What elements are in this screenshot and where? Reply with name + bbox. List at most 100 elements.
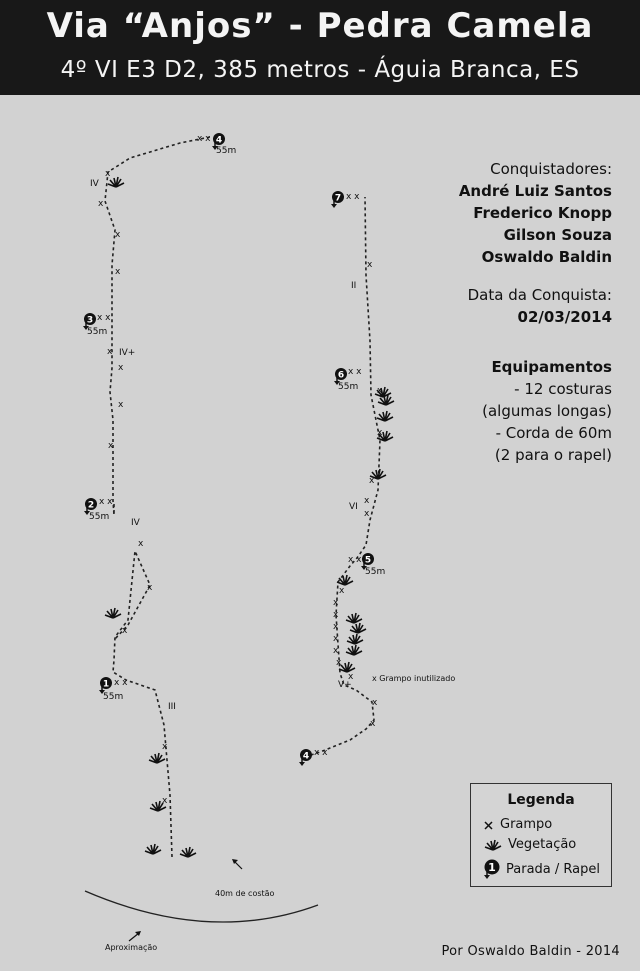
left-route-line <box>104 136 211 858</box>
svg-text:2: 2 <box>88 501 94 511</box>
svg-text:x: x <box>147 583 153 593</box>
svg-text:x: x <box>369 476 375 486</box>
bolt-icon <box>484 820 493 830</box>
svg-text:x x: x x <box>114 678 128 688</box>
equipment-line: - Corda de 60m <box>495 424 612 442</box>
svg-text:x: x <box>370 719 376 729</box>
svg-text:x: x <box>118 400 124 410</box>
grampo-inutilizado-note: x Grampo inutilizado <box>372 674 455 683</box>
svg-text:4: 4 <box>303 752 309 762</box>
pitch-length-4: 55m <box>216 146 236 156</box>
svg-text:x x: x x <box>197 134 211 144</box>
ground-curve <box>84 890 319 923</box>
equipment-line: (algumas longas) <box>482 402 612 420</box>
pitch-length-6: 55m <box>338 382 358 392</box>
equipment-label: Equipamentos <box>491 358 612 376</box>
conquest-date-label: Data da Conquista: <box>467 286 612 304</box>
legend-box: Legenda Grampo Vegetação 1 Parada / Rape… <box>470 783 612 887</box>
grade-label: II <box>351 281 356 291</box>
route-info-panel: Conquistadores: André Luiz Santos Freder… <box>352 158 612 466</box>
svg-text:x x: x x <box>97 313 111 323</box>
svg-text:3: 3 <box>87 316 93 326</box>
svg-text:x: x <box>98 199 104 209</box>
svg-text:x: x <box>372 698 378 708</box>
grades-right: II VI V+ <box>338 281 358 690</box>
grade-label: VI <box>349 502 358 512</box>
svg-text:4: 4 <box>216 136 222 146</box>
station-1: 1 <box>99 677 112 694</box>
legend-parada-label: Parada / Rapel <box>506 861 600 877</box>
svg-text:x: x <box>333 610 339 620</box>
svg-text:x: x <box>107 347 113 357</box>
pitch-length-5: 55m <box>365 567 385 577</box>
vegetation-icon <box>484 838 502 851</box>
vegetation-left <box>104 176 197 858</box>
station-7: 7 <box>331 191 344 208</box>
svg-text:1: 1 <box>488 861 496 874</box>
svg-text:x x: x x <box>314 748 328 758</box>
svg-text:x: x <box>108 441 114 451</box>
conquest-date: 02/03/2014 <box>517 308 612 326</box>
svg-text:x: x <box>333 634 339 644</box>
svg-text:x: x <box>348 672 354 682</box>
svg-text:x: x <box>367 260 373 270</box>
legend-item-vegetacao: Vegetação <box>483 837 576 852</box>
svg-text:x: x <box>336 658 342 668</box>
svg-text:x x: x x <box>348 367 362 377</box>
grade-label: IV <box>131 518 141 528</box>
svg-text:x: x <box>115 230 121 240</box>
approach-label: Aproximação <box>105 943 157 952</box>
pitch-lengths: 55m 55m 55m 55m 55m 55m <box>87 146 385 702</box>
svg-text:x x: x x <box>99 497 113 507</box>
station-4-top: 4 <box>212 133 225 150</box>
svg-text:x: x <box>377 428 383 438</box>
legend-vegetacao-label: Vegetação <box>508 837 577 852</box>
svg-text:x: x <box>122 626 128 636</box>
pitch-length-3: 55m <box>87 327 107 337</box>
route-title: Via “Anjos” - Pedra Camela <box>46 6 594 46</box>
svg-text:x x: x x <box>348 555 362 565</box>
svg-text:x: x <box>364 496 370 506</box>
svg-text:x: x <box>162 796 168 806</box>
bolts-right: x x x x x x x x x x x x x x x x x x x x … <box>314 192 383 758</box>
route-subtitle: 4º VI E3 D2, 385 metros - Águia Branca, … <box>60 57 580 83</box>
svg-text:x: x <box>115 267 121 277</box>
station-5: 5 <box>361 553 374 570</box>
legend-title: Legenda <box>507 792 575 808</box>
svg-text:x: x <box>333 646 339 656</box>
equipment-line: (2 para o rapel) <box>494 446 612 464</box>
svg-text:x: x <box>162 742 168 752</box>
conquistador-name: André Luiz Santos <box>458 182 612 200</box>
conquistador-name: Frederico Knopp <box>473 204 612 222</box>
title-banner: Via “Anjos” - Pedra Camela 4º VI E3 D2, … <box>0 0 640 95</box>
svg-text:x: x <box>339 586 345 596</box>
conquistador-name: Oswaldo Baldin <box>481 248 612 266</box>
svg-text:x: x <box>333 598 339 608</box>
grade-label: III <box>168 702 176 712</box>
legend-item-parada: 1 Parada / Rapel <box>483 858 600 880</box>
station-6: 6 <box>334 368 347 385</box>
costao-label: 40m de costão <box>215 889 275 898</box>
conquistador-name: Gilson Souza <box>503 226 612 244</box>
pitch-length-1: 55m <box>103 692 123 702</box>
station-2: 2 <box>84 498 97 515</box>
pitch-length-2: 55m <box>89 512 109 522</box>
svg-text:x: x <box>364 509 370 519</box>
svg-text:5: 5 <box>365 556 371 566</box>
route-topo-diagram: x x x x x x x x x x x x x x x x x x x x … <box>83 133 455 952</box>
station-4-bottom: 4 <box>299 749 312 766</box>
equipment-line: - 12 costuras <box>514 380 612 398</box>
svg-text:7: 7 <box>335 194 341 204</box>
grade-label: IV+ <box>119 348 135 358</box>
svg-text:1: 1 <box>103 680 109 690</box>
svg-text:x: x <box>118 363 124 373</box>
svg-text:6: 6 <box>338 371 344 381</box>
svg-text:x: x <box>105 169 111 179</box>
svg-text:x: x <box>333 622 339 632</box>
svg-text:x x: x x <box>346 192 360 202</box>
grades-left: IV IV+ IV III <box>90 179 176 712</box>
legend-item-grampo: Grampo <box>483 817 552 832</box>
legend-grampo-label: Grampo <box>500 817 553 832</box>
svg-text:x: x <box>377 386 383 396</box>
author-credit: Por Oswaldo Baldin - 2014 <box>441 944 620 959</box>
